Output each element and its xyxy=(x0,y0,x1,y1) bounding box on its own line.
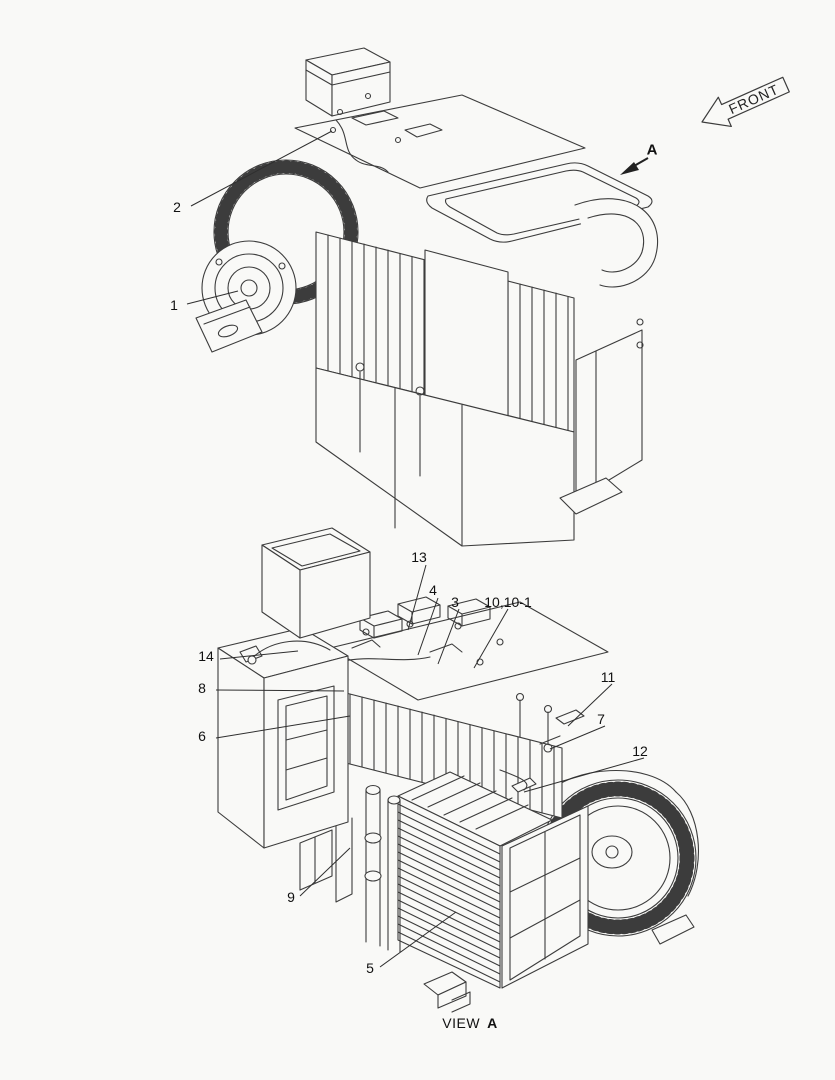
front-arrow-icon xyxy=(701,76,790,128)
callout-7: 7 xyxy=(597,711,605,727)
callout-5: 5 xyxy=(366,960,374,976)
core-grid-panel xyxy=(501,805,589,989)
evaporator-core xyxy=(397,771,553,989)
bottom-feet xyxy=(423,971,471,1013)
view-caption-letter: A xyxy=(487,1015,498,1031)
motor-mount-foot xyxy=(195,299,263,353)
front-label: FRONT xyxy=(726,81,781,117)
ribbed-housing-band xyxy=(315,231,575,433)
callout-1: 1 xyxy=(170,297,178,313)
view-caption: VIEW A xyxy=(442,1015,497,1031)
callout-3: 3 xyxy=(451,594,459,610)
callout-9: 9 xyxy=(287,889,295,905)
callout-4: 4 xyxy=(429,582,437,598)
bottom-assembly xyxy=(217,527,699,1013)
top-assembly xyxy=(195,47,659,547)
linkage-parts xyxy=(499,709,585,793)
actuator-deck xyxy=(329,596,609,755)
right-mount-bracket xyxy=(559,318,644,515)
mounting-bolts xyxy=(355,362,425,477)
lower-duct-body xyxy=(315,367,575,547)
lever-arm xyxy=(239,640,331,665)
top-resonator-box xyxy=(305,47,391,117)
view-direction-label: A xyxy=(646,141,658,159)
right-scroll-flange xyxy=(574,198,659,288)
callout-2: 2 xyxy=(173,199,181,215)
deck-details xyxy=(329,92,443,173)
heater-pipes xyxy=(364,784,401,953)
view-caption-prefix: VIEW xyxy=(442,1015,481,1031)
callout-14: 14 xyxy=(198,648,214,664)
callout-8: 8 xyxy=(198,680,206,696)
left-housing xyxy=(217,627,353,903)
lower-left-bracket xyxy=(299,829,333,891)
callout-11: 11 xyxy=(600,669,616,685)
callout-6: 6 xyxy=(198,728,206,744)
leader-lines xyxy=(186,130,645,968)
callout-10-10-1: 10,10-1 xyxy=(484,594,532,610)
callout-13: 13 xyxy=(411,549,427,565)
intake-duct xyxy=(261,527,371,639)
view-a-arrow-icon xyxy=(620,157,649,175)
front-direction-sign: FRONT xyxy=(701,76,790,128)
callout-12: 12 xyxy=(632,743,648,759)
